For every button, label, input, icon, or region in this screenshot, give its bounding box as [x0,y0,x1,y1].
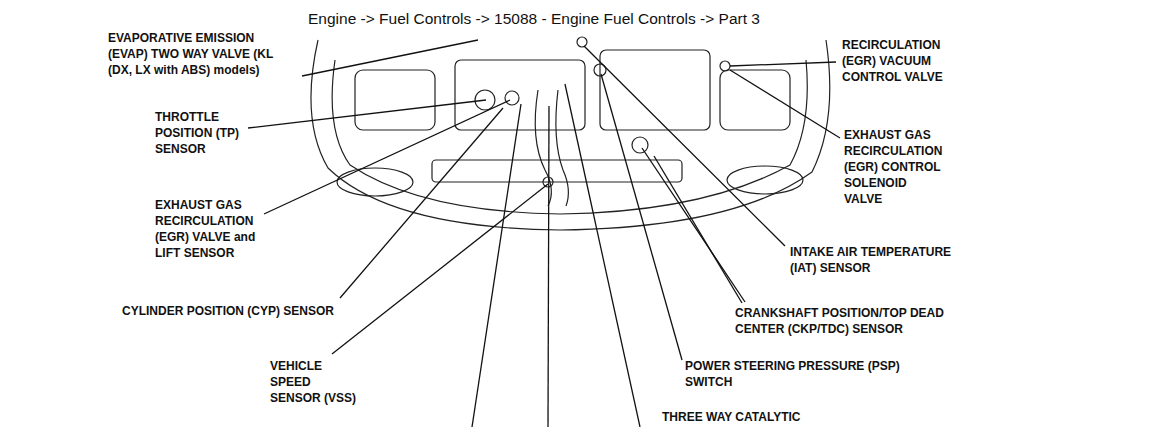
leader-line [730,70,840,138]
leader-line [654,156,742,303]
bay-inner [332,60,807,214]
ckp-sensor [632,137,648,153]
engine-bay [311,37,830,230]
callout-label: EXHAUST GAS RECIRCULATION (EGR) CONTROL … [844,127,946,207]
callout-label: CRANKSHAFT POSITION/TOP DEAD CENTER (CKP… [735,305,955,337]
callout-label: VEHICLE SPEED SENSOR (VSS) [270,358,360,406]
leader-line [642,148,745,302]
vss [543,177,553,187]
callout-label: THROTTLE POSITION (TP) SENSOR [155,109,245,157]
leader-line [601,74,682,360]
leader-line [472,104,521,427]
engine-block [600,50,710,130]
egr-valve [505,91,519,105]
leader-line [565,84,640,427]
page-title: Engine -> Fuel Controls -> 15088 - Engin… [308,10,760,28]
callout-label: POWER STEERING PRESSURE (PSP) SWITCH [685,358,915,390]
leader-line [302,40,478,76]
leader-line [548,106,549,427]
headlight [337,168,413,196]
leader-line [584,46,785,246]
callout-label: INTAKE AIR TEMPERATURE (IAT) SENSOR [790,244,960,276]
callout-label: CYLINDER POSITION (CYP) SENSOR [122,303,334,319]
callout-label: EXHAUST GAS RECIRCULATION (EGR) VALVE an… [155,197,261,261]
battery-area [355,70,435,130]
bay-outline [311,40,830,230]
grille [432,160,682,182]
callout-label: RECIRCULATION (EGR) VACUUM CONTROL VALVE [842,37,954,85]
exhaust-pipe [556,90,569,206]
callout-label: EVAPORATIVE EMISSION (EVAP) TWO WAY VALV… [108,30,293,78]
leader-line [264,100,510,214]
leader-line [340,108,503,298]
iat-sensor [577,37,587,47]
engine-block [455,60,585,130]
leader-line [730,62,836,66]
headlight [727,166,803,194]
vacuum-valve [720,61,730,71]
callout-label: THREE WAY CATALYTIC [662,409,800,425]
leader-line [248,100,486,128]
leader-line [332,184,548,354]
